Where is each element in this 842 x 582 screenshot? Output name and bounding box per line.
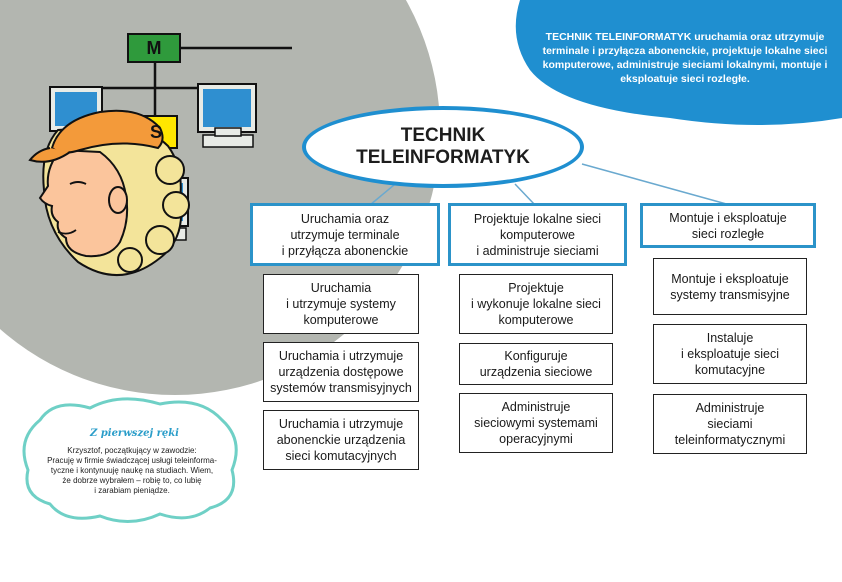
- column-item-wide-networks-1: Montuje i eksploatuje systemy transmisyj…: [653, 258, 807, 315]
- column-header-terminals: Uruchamia oraz utrzymuje terminale i prz…: [250, 203, 440, 266]
- network-illustration: [28, 33, 292, 276]
- column-item-wide-networks-2: Instaluje i eksploatuje sieci komutacyjn…: [653, 324, 807, 384]
- info-blob-text: TECHNIK TELEINFORMATYK uruchamia oraz ut…: [542, 31, 828, 85]
- column-header-local-networks: Projektuje lokalne sieci komputerowe i a…: [448, 203, 627, 266]
- quote-title: Z pierwszej ręki: [90, 428, 179, 439]
- column-item-terminals-1: Uruchamia i utrzymuje systemy komputerow…: [263, 274, 419, 334]
- connector-right: [581, 163, 731, 206]
- column-item-local-networks-1: Projektuje i wykonuje lokalne sieci komp…: [459, 274, 613, 334]
- column-item-local-networks-3: Administruje sieciowymi systemami operac…: [459, 393, 613, 453]
- column-item-local-networks-2: Konfiguruje urządzenia sieciowe: [459, 343, 613, 385]
- server-label-s: S: [149, 122, 162, 142]
- connector-middle: [514, 183, 536, 206]
- column-item-terminals-3: Uruchamia i utrzymuje abonenckie urządze…: [263, 410, 419, 470]
- quote-text: Krzysztof, początkujący w zawodzie: Prac…: [47, 446, 217, 495]
- column-item-wide-networks-3: Administruje sieciami teleinformatycznym…: [653, 394, 807, 454]
- central-title-oval: TECHNIK TELEINFORMATYK: [302, 106, 584, 188]
- column-item-terminals-2: Uruchamia i utrzymuje urządzenia dostępo…: [263, 342, 419, 402]
- server-label-m: M: [146, 38, 162, 58]
- column-header-wide-networks: Montuje i eksploatuje sieci rozległe: [640, 203, 816, 248]
